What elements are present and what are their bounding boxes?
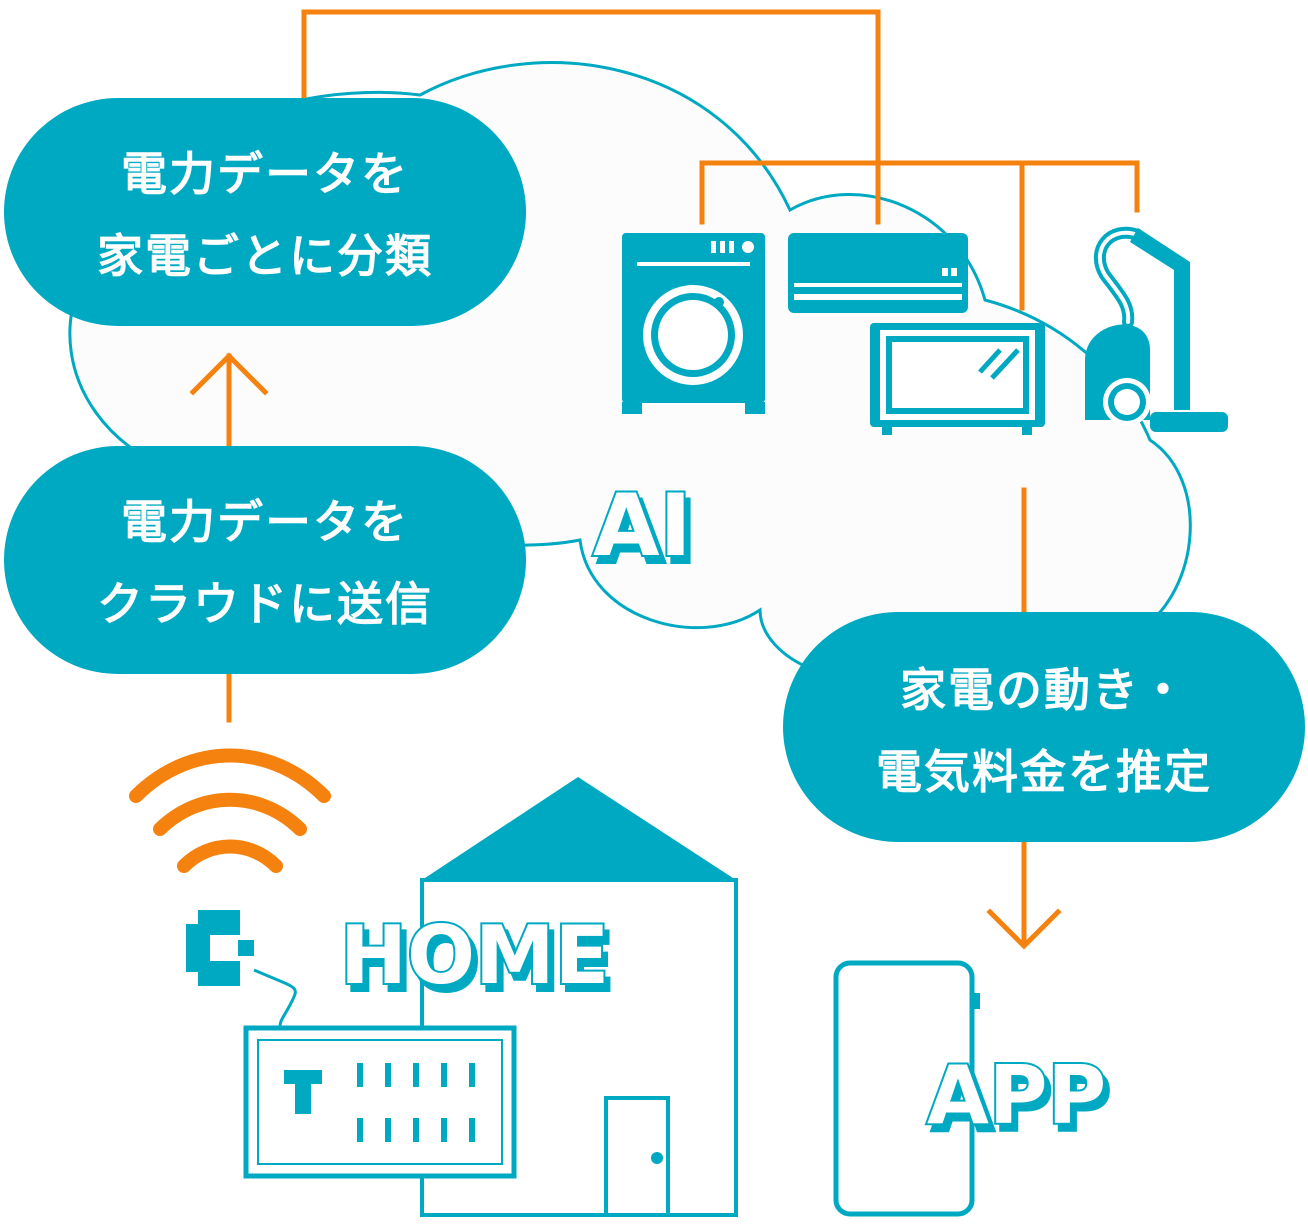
classify-line1: 電力データを bbox=[121, 147, 409, 201]
app-label-shadow: APP bbox=[932, 1056, 1111, 1149]
microwave-icon bbox=[870, 323, 1045, 435]
connector-lines bbox=[189, 9, 1140, 950]
smart-plug-icon bbox=[186, 910, 297, 1029]
app-label-text: APP bbox=[927, 1049, 1106, 1142]
estimate-line1: 家電の動き・ bbox=[900, 663, 1188, 717]
air-conditioner-icon bbox=[788, 233, 968, 313]
estimate-line2: 電気料金を推定 bbox=[876, 745, 1212, 799]
home-label-shadow: HOME bbox=[345, 916, 614, 1009]
send-pill: 電力データを クラウドに送信 bbox=[4, 446, 526, 674]
estimate-pill: 家電の動き・ 電気料金を推定 bbox=[783, 612, 1305, 842]
ai-label-text: AI bbox=[593, 476, 692, 576]
home-label-text: HOME bbox=[340, 909, 609, 1002]
vacuum-cleaner-icon bbox=[1085, 226, 1228, 432]
classify-line2: 家電ごとに分類 bbox=[97, 229, 433, 283]
app-label: APP APP bbox=[925, 1047, 1113, 1151]
smartphone-icon bbox=[833, 960, 980, 1217]
washing-machine-icon bbox=[622, 233, 765, 414]
classify-pill: 電力データを 家電ごとに分類 bbox=[4, 98, 526, 326]
power-meter-icon bbox=[243, 1025, 517, 1179]
ai-label: AI AI bbox=[591, 474, 699, 585]
send-line1: 電力データを bbox=[121, 495, 409, 549]
ai-label-shadow: AI bbox=[598, 483, 697, 583]
send-line2: クラウドに送信 bbox=[97, 577, 433, 631]
home-label: HOME HOME bbox=[338, 907, 616, 1011]
wifi-icon bbox=[129, 748, 331, 873]
